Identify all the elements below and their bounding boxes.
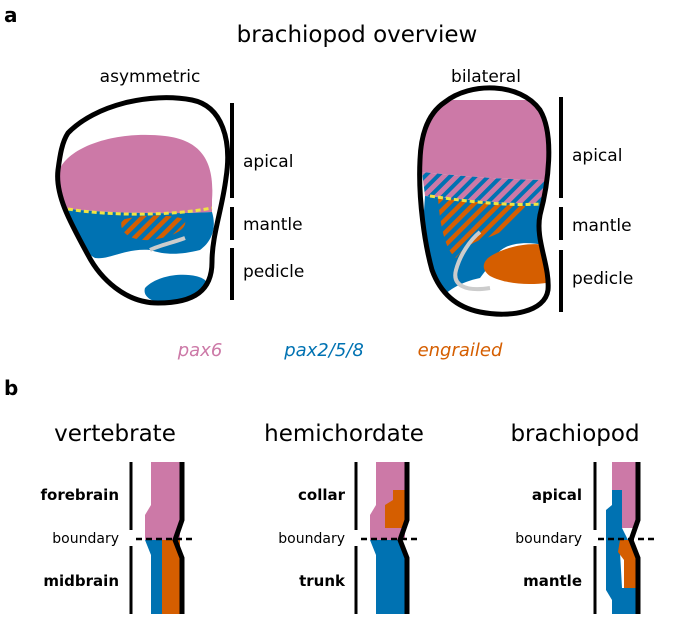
panel-a-title: brachiopod overview xyxy=(237,22,478,48)
hemichordate-schematic xyxy=(354,462,417,614)
lower-label-hemichordate: trunk xyxy=(299,572,346,590)
panel-b-letter: b xyxy=(4,376,18,400)
asymmetric-larva xyxy=(55,95,231,306)
engrailed-block-vertebrate xyxy=(162,540,180,614)
panel-a-letter: a xyxy=(4,3,18,27)
column-title-brachiopod: brachiopod xyxy=(510,421,639,447)
yellow-boundary-left xyxy=(67,206,213,216)
brachiopod-schematic xyxy=(593,462,654,614)
pax6-block-vertebrate xyxy=(145,462,180,540)
engrailed-pedicle-region-right xyxy=(483,244,549,284)
pax6-block-brachiopod xyxy=(612,462,636,528)
legend-engrailed: engrailed xyxy=(418,340,503,361)
outline-left xyxy=(55,95,231,306)
pax258-block-hemichordate xyxy=(370,540,405,614)
upper-label-brachiopod: apical xyxy=(532,486,582,504)
outline-hemichordate xyxy=(397,462,410,614)
lower-label-brachiopod: mantle xyxy=(523,572,582,590)
lower-label-vertebrate: midbrain xyxy=(43,572,119,590)
region-label-pedicle-left: pedicle xyxy=(243,262,304,282)
legend-pax6: pax6 xyxy=(177,340,223,361)
column-title-vertebrate: vertebrate xyxy=(54,421,176,447)
gut-right xyxy=(453,230,491,291)
bilateral-label: bilateral xyxy=(451,67,521,87)
region-label-pedicle-right: pedicle xyxy=(572,269,633,289)
region-label-mantle-left: mantle xyxy=(243,215,303,235)
asymmetric-label: asymmetric xyxy=(100,67,201,87)
yellow-boundary-right xyxy=(429,194,541,207)
legend-pax258: pax2/5/8 xyxy=(283,340,364,361)
boundary-label-brachiopod: boundary xyxy=(515,531,582,547)
pax258-block-vertebrate xyxy=(145,540,162,614)
engrailed-block-hemichordate xyxy=(385,490,405,528)
pax6-pax258-hatched-band-right xyxy=(422,172,548,204)
boundary-label-vertebrate: boundary xyxy=(52,531,119,547)
outline-vertebrate xyxy=(172,462,185,614)
pax258-block-brachiopod xyxy=(606,490,636,614)
pax6-apical-region-left xyxy=(58,134,213,214)
upper-label-hemichordate: collar xyxy=(298,486,346,504)
boundary-label-hemichordate: boundary xyxy=(278,531,345,547)
region-label-apical-right: apical xyxy=(572,146,622,166)
pax6-apical-region-right xyxy=(420,100,549,180)
bilateral-larva xyxy=(417,85,552,317)
region-label-apical-left: apical xyxy=(243,152,293,172)
column-title-hemichordate: hemichordate xyxy=(264,421,424,447)
engrailed-block-brachiopod xyxy=(618,540,636,588)
engrailed-hatched-region-right xyxy=(438,198,525,258)
region-label-mantle-right: mantle xyxy=(572,216,632,236)
vertebrate-schematic xyxy=(129,462,192,614)
upper-label-vertebrate: forebrain xyxy=(41,486,119,504)
outline-right xyxy=(417,85,552,317)
engrailed-hatched-region-left xyxy=(121,215,186,241)
gut-left xyxy=(149,236,186,252)
